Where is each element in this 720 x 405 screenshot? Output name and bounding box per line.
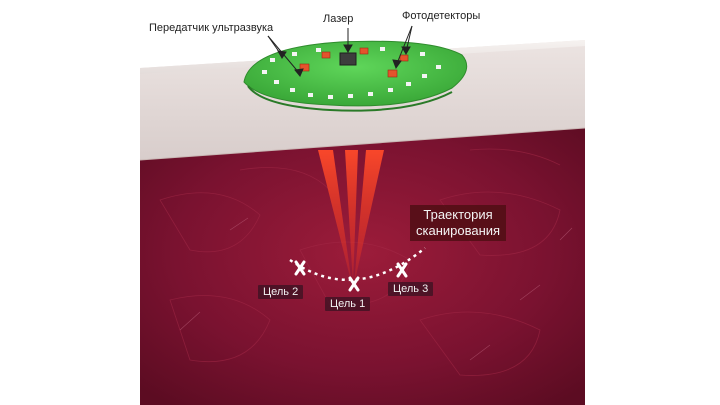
laser-beams: [318, 150, 384, 285]
laser-label: Лазер: [323, 13, 354, 25]
photodetector-elements: [299, 47, 409, 78]
target-3-marker: [396, 262, 408, 278]
laser-chip: [339, 52, 357, 66]
target-1-label: Цель 1: [325, 297, 371, 311]
target-2-label: Цель 2: [258, 285, 304, 299]
scan-trajectory-label-line2: сканирования: [416, 223, 501, 238]
photodetectors-label: Фотодетекторы: [402, 10, 481, 22]
tissue-block: [140, 128, 585, 405]
ultrasound-elements: [262, 47, 441, 99]
target-1-marker: [348, 276, 360, 292]
pointer-lines: [267, 25, 413, 77]
target-2-marker: [294, 260, 306, 276]
sensor-device: [243, 40, 468, 112]
ultrasound-transmitter-label: Передатчик ультразвука: [149, 22, 274, 34]
scan-trajectory-label: Траектория сканирования: [410, 205, 507, 241]
target-3-label: Цель 3: [388, 282, 434, 296]
scan-trajectory-label-line1: Траектория: [423, 207, 493, 222]
